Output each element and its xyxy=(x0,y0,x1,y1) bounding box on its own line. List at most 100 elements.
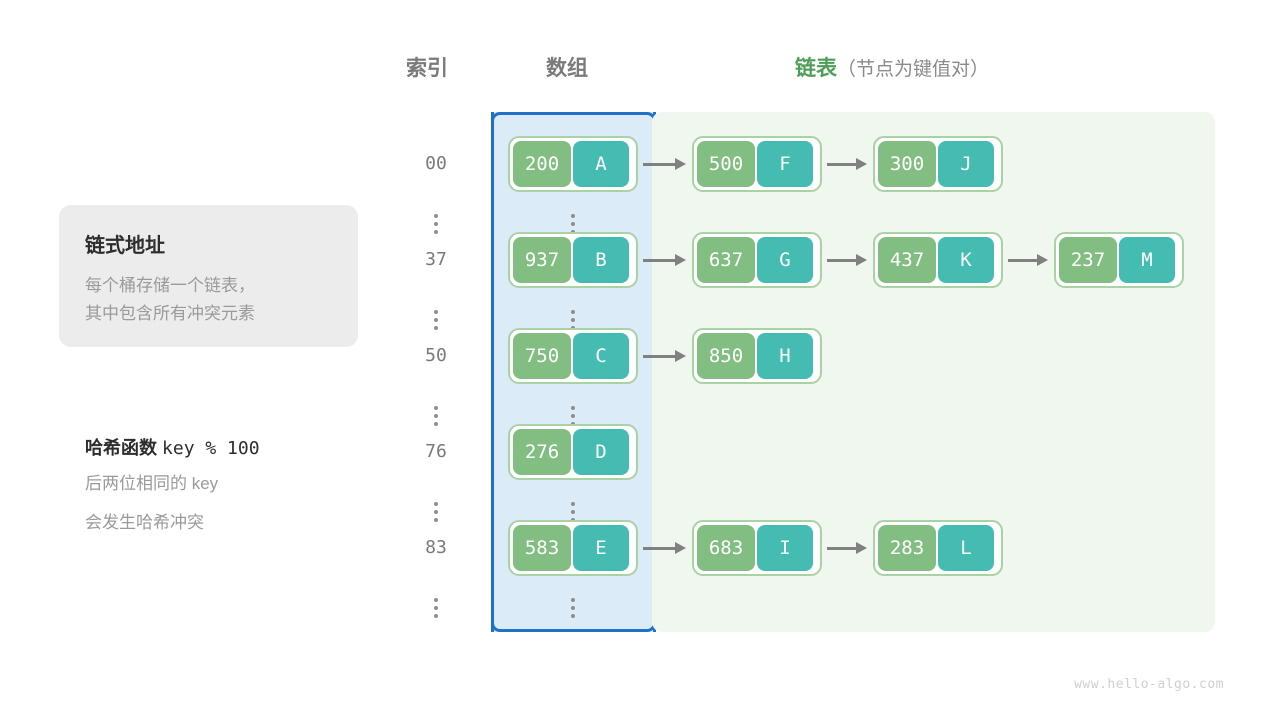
ellipsis-dot xyxy=(571,414,575,418)
index-ellipsis-3 xyxy=(434,502,438,522)
arrow-head xyxy=(856,542,867,554)
index-ellipsis-2 xyxy=(434,406,438,426)
ellipsis-dot xyxy=(571,614,575,618)
column-header-linked-list-main: 链表 xyxy=(795,57,837,80)
chain-node-37-0-key: 637 xyxy=(697,237,755,283)
index-label-50: 50 xyxy=(425,345,447,366)
arrow-shaft xyxy=(643,546,675,550)
index-label-76: 76 xyxy=(425,441,447,462)
column-header-linked-list-note: （节点为键值对） xyxy=(837,59,990,80)
ellipsis-dot xyxy=(434,214,438,218)
bucket-node-83-value: E xyxy=(573,525,629,571)
info-card-line-1: 每个桶存储一个链表， xyxy=(85,276,255,295)
chain-arrow-83-0 xyxy=(643,542,686,554)
ellipsis-dot xyxy=(434,326,438,330)
ellipsis-dot xyxy=(434,414,438,418)
array-ellipsis-4 xyxy=(571,598,575,618)
bucket-node-00-key: 200 xyxy=(513,141,571,187)
index-label-83: 83 xyxy=(425,537,447,558)
column-header-linked-list: 链表（节点为键值对） xyxy=(795,52,989,82)
hash-note-line-2: 会发生哈希冲突 xyxy=(85,512,204,532)
chain-node-37-1-value: K xyxy=(938,237,994,283)
column-header-array: 数组 xyxy=(546,57,588,80)
chain-node-50-0-key: 850 xyxy=(697,333,755,379)
ellipsis-dot xyxy=(434,614,438,618)
arrow-shaft xyxy=(643,354,675,358)
arrow-shaft xyxy=(1008,258,1037,262)
hash-note-line-1: 后两位相同的 key xyxy=(85,474,219,493)
arrow-head xyxy=(1037,254,1048,266)
bucket-node-37-key: 937 xyxy=(513,237,571,283)
ellipsis-dot xyxy=(571,598,575,602)
bucket-node-50-key: 750 xyxy=(513,333,571,379)
bucket-node-83-key: 583 xyxy=(513,525,571,571)
chain-arrow-50-0 xyxy=(643,350,686,362)
arrow-head xyxy=(675,350,686,362)
chain-node-83-0-value: I xyxy=(757,525,813,571)
ellipsis-dot xyxy=(434,310,438,314)
ellipsis-dot xyxy=(434,422,438,426)
hash-function-label: 哈希函数 xyxy=(85,438,157,458)
ellipsis-dot xyxy=(434,510,438,514)
arrow-shaft xyxy=(827,546,856,550)
ellipsis-dot xyxy=(434,230,438,234)
chain-node-37-0-value: G xyxy=(757,237,813,283)
bucket-node-37-value: B xyxy=(573,237,629,283)
chain-arrow-37-0 xyxy=(643,254,686,266)
chain-node-37-1-key: 437 xyxy=(878,237,936,283)
chain-arrow-37-2 xyxy=(1008,254,1048,266)
arrow-head xyxy=(675,542,686,554)
hash-function-title: 哈希函数 key % 100 xyxy=(85,434,385,460)
bucket-node-76-key: 276 xyxy=(513,429,571,475)
arrow-shaft xyxy=(643,162,675,166)
arrow-shaft xyxy=(827,162,856,166)
chain-arrow-37-1 xyxy=(827,254,867,266)
arrow-head xyxy=(675,158,686,170)
index-label-00: 00 xyxy=(425,153,447,174)
hash-function-expression: key % 100 xyxy=(162,438,260,459)
arrow-head xyxy=(856,254,867,266)
ellipsis-dot xyxy=(571,510,575,514)
watermark: www.hello-algo.com xyxy=(1074,677,1224,692)
ellipsis-dot xyxy=(571,502,575,506)
chain-node-83-1-key: 283 xyxy=(878,525,936,571)
index-ellipsis-1 xyxy=(434,310,438,330)
ellipsis-dot xyxy=(571,222,575,226)
arrow-head xyxy=(856,158,867,170)
array-ellipsis-0 xyxy=(571,214,575,234)
ellipsis-dot xyxy=(434,318,438,322)
ellipsis-dot xyxy=(434,598,438,602)
ellipsis-dot xyxy=(571,318,575,322)
index-ellipsis-4 xyxy=(434,598,438,618)
index-ellipsis-0 xyxy=(434,214,438,234)
chain-arrow-00-1 xyxy=(827,158,867,170)
array-ellipsis-3 xyxy=(571,502,575,522)
ellipsis-dot xyxy=(434,606,438,610)
bucket-node-00-value: A xyxy=(573,141,629,187)
ellipsis-dot xyxy=(571,406,575,410)
array-ellipsis-1 xyxy=(571,310,575,330)
chain-node-00-0-value: F xyxy=(757,141,813,187)
column-header-index: 索引 xyxy=(406,57,448,80)
chain-node-37-2-value: M xyxy=(1119,237,1175,283)
info-card-title: 链式地址 xyxy=(85,235,165,257)
chain-arrow-00-0 xyxy=(643,158,686,170)
ellipsis-dot xyxy=(571,214,575,218)
chain-arrow-83-1 xyxy=(827,542,867,554)
chain-node-83-1-value: L xyxy=(938,525,994,571)
chain-node-37-2-key: 237 xyxy=(1059,237,1117,283)
ellipsis-dot xyxy=(571,606,575,610)
